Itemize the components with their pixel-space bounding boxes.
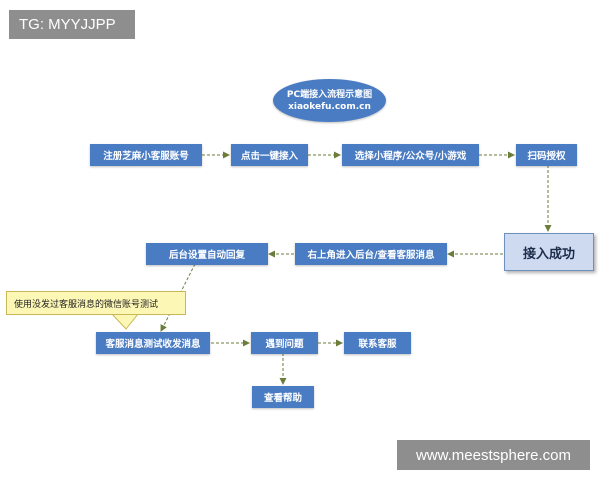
node-scan-auth: 扫码授权 (516, 144, 577, 166)
diagram-title-line2: xiaokefu.com.cn (288, 101, 371, 112)
node-choose-platform: 选择小程序/公众号/小游戏 (342, 144, 479, 166)
node-success: 接入成功 (504, 233, 594, 271)
callout-pointer (110, 313, 140, 330)
node-auto-reply: 后台设置自动回复 (146, 243, 268, 265)
diagram-title-line1: PC端接入流程示意图 (286, 89, 373, 100)
node-test-message: 客服消息测试收发消息 (96, 332, 210, 354)
node-enter-backend: 右上角进入后台/查看客服消息 (295, 243, 447, 265)
node-contact-support: 联系客服 (344, 332, 411, 354)
node-one-click: 点击一键接入 (231, 144, 308, 166)
node-problem: 遇到问题 (251, 332, 318, 354)
node-view-help: 查看帮助 (252, 386, 314, 408)
tg-label: TG: MYYJJPP (9, 10, 135, 39)
test-tip-callout: 使用没发过客服消息的微信账号测试 (6, 291, 186, 315)
site-watermark: www.meestsphere.com (397, 440, 590, 470)
diagram-title: PC端接入流程示意图 xiaokefu.com.cn (273, 79, 386, 122)
node-register: 注册芝麻小客服账号 (90, 144, 202, 166)
